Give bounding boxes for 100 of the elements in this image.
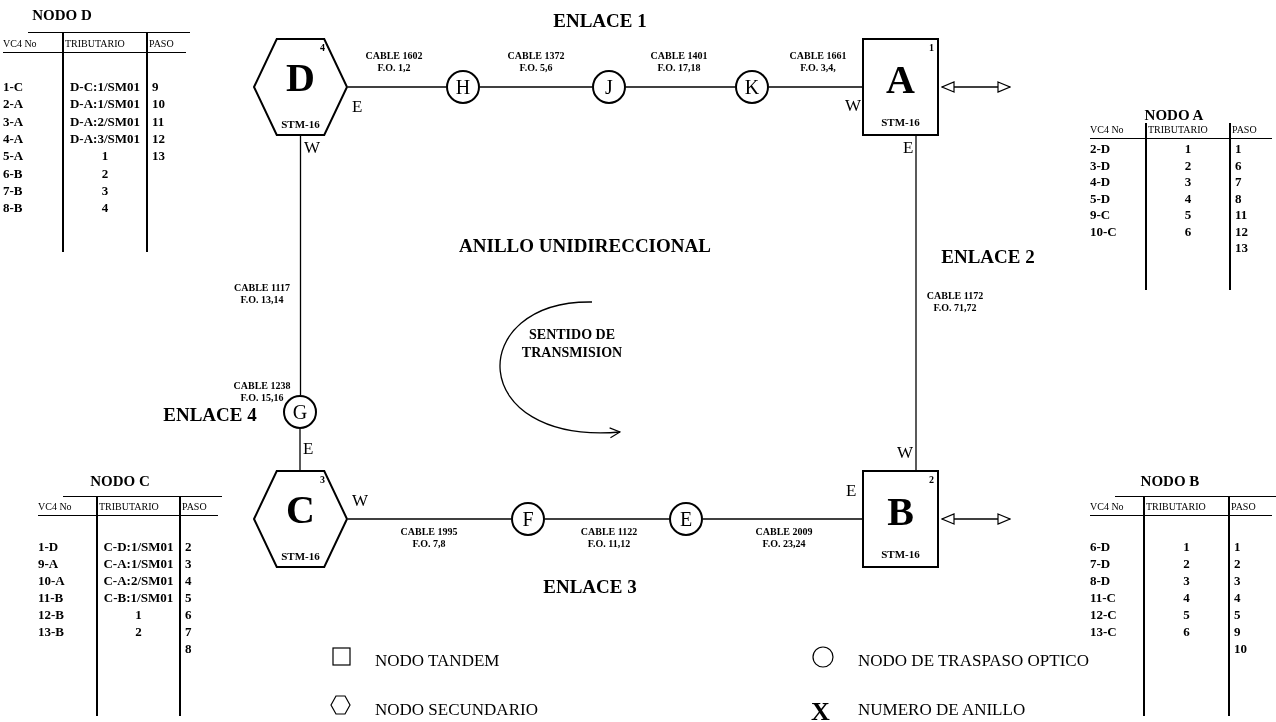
step-number: 4 xyxy=(185,574,192,587)
tributary-value: 1 xyxy=(135,608,142,621)
tributary-value: D-A:1/SM01 xyxy=(70,97,140,111)
vc4-number: 9-C xyxy=(1090,208,1111,221)
ring-title: ANILLO UNIDIRECCIONAL xyxy=(459,234,711,258)
ring-number: 3 xyxy=(320,475,325,485)
column-header: VC4 No xyxy=(1090,125,1124,135)
cable-line xyxy=(544,518,670,520)
tributary-value: 6 xyxy=(1183,625,1190,638)
tributary-value: 3 xyxy=(1184,175,1192,188)
column-header: VC4 No xyxy=(3,39,37,49)
optical-node xyxy=(592,70,626,104)
column-header: TRIBUTARIO xyxy=(1148,125,1208,135)
direction-caption: SENTIDO DE TRANSMISION xyxy=(521,326,623,361)
tributary-value: C-A:1/SM01 xyxy=(103,557,174,570)
tributary-value: D-A:2/SM01 xyxy=(70,114,140,128)
port-label: W xyxy=(352,490,369,512)
cable-line xyxy=(702,518,863,520)
node-letter: G xyxy=(292,402,308,422)
cable-line xyxy=(347,86,447,88)
tributary-value: 1 xyxy=(1184,142,1192,155)
link-title: ENLACE 3 xyxy=(543,575,637,599)
node-rate-label: STM-16 xyxy=(881,549,920,560)
vc4-number: 1-C xyxy=(3,80,24,93)
port-label: W xyxy=(845,95,862,117)
legend-symbol: X xyxy=(811,696,830,722)
tributary-value: 4 xyxy=(1183,591,1190,604)
step-number: 12 xyxy=(152,131,165,145)
step-number: 3 xyxy=(185,557,192,570)
ring-number: 1 xyxy=(929,43,934,53)
vc4-number: 12-B xyxy=(38,608,64,621)
cable-line xyxy=(915,135,917,471)
tandem-node xyxy=(862,38,939,136)
double-arrow xyxy=(941,513,1011,525)
secondary-node xyxy=(253,38,348,136)
step-number: 10 xyxy=(152,97,165,111)
table-title: NODO C xyxy=(90,472,150,491)
step-number: 12 xyxy=(1235,224,1248,238)
cable-line xyxy=(299,135,302,396)
vc4-number: 7-D xyxy=(1090,557,1111,570)
node-letter: J xyxy=(605,77,613,97)
ring-number: 4 xyxy=(320,43,325,53)
column-header: TRIBUTARIO xyxy=(1146,502,1206,512)
port-label: E xyxy=(352,96,363,118)
table-title: NODO B xyxy=(1140,472,1200,491)
vc4-number: 6-B xyxy=(3,166,23,180)
tributary-value: 6 xyxy=(1184,224,1192,238)
vc4-number: 7-B xyxy=(3,183,23,197)
step-number: 1 xyxy=(1235,142,1242,155)
tributary-value: C-B:1/SM01 xyxy=(103,591,174,604)
link-title: ENLACE 4 xyxy=(163,403,257,427)
vc4-number: 13-C xyxy=(1090,625,1117,638)
step-number: 11 xyxy=(152,114,165,128)
node-letter: A xyxy=(886,60,915,100)
node-letter: C xyxy=(286,490,315,530)
tributary-value: 5 xyxy=(1183,608,1190,621)
column-header: TRIBUTARIO xyxy=(65,39,125,49)
vc4-number: 3-D xyxy=(1090,158,1111,172)
cable-line xyxy=(479,86,593,88)
vc4-number: 8-B xyxy=(3,201,23,215)
tributary-value: C-A:2/SM01 xyxy=(103,574,174,587)
vc4-number: 1-D xyxy=(38,540,59,553)
optical-node xyxy=(669,502,703,536)
step-number: 3 xyxy=(1234,574,1241,587)
vc4-number: 5-A xyxy=(3,149,24,163)
step-number: 9 xyxy=(152,80,159,93)
tributary-value: 4 xyxy=(101,201,109,215)
tributary-value: C-D:1/SM01 xyxy=(103,540,174,553)
column-header: PASO xyxy=(149,39,174,49)
step-number: 13 xyxy=(1235,241,1248,254)
tributary-value: 1 xyxy=(1183,540,1190,553)
vc4-number: 12-C xyxy=(1090,608,1117,621)
tributary-value: 3 xyxy=(101,183,109,197)
node-letter: B xyxy=(887,492,914,532)
legend-label: NODO TANDEM xyxy=(375,650,500,672)
ring-number: 2 xyxy=(929,475,934,485)
node-rate-label: STM-16 xyxy=(881,117,920,128)
optical-node xyxy=(511,502,545,536)
legend-label: NODO SECUNDARIO xyxy=(375,699,538,721)
tributary-value: 3 xyxy=(1183,574,1190,587)
cable-line xyxy=(768,86,863,88)
double-arrow xyxy=(941,81,1011,93)
step-number: 4 xyxy=(1234,591,1241,604)
secondary-node xyxy=(253,470,348,568)
step-number: 10 xyxy=(1234,642,1247,655)
link-title: ENLACE 1 xyxy=(553,9,647,33)
tributary-value: 2 xyxy=(135,625,142,638)
tributary-value: 2 xyxy=(101,166,109,180)
column-header: PASO xyxy=(1231,502,1256,512)
legend-label: NUMERO DE ANILLO xyxy=(858,699,1026,721)
vc4-number: 10-A xyxy=(38,574,65,587)
optical-node xyxy=(446,70,480,104)
node-letter: E xyxy=(679,509,693,529)
vc4-number: 13-B xyxy=(38,625,64,638)
column-header: VC4 No xyxy=(1090,502,1124,512)
cable-line xyxy=(625,86,736,88)
node-letter: D xyxy=(286,58,315,98)
optical-node xyxy=(735,70,769,104)
table-title: NODO D xyxy=(32,6,92,25)
vc4-number: 3-A xyxy=(3,114,24,128)
